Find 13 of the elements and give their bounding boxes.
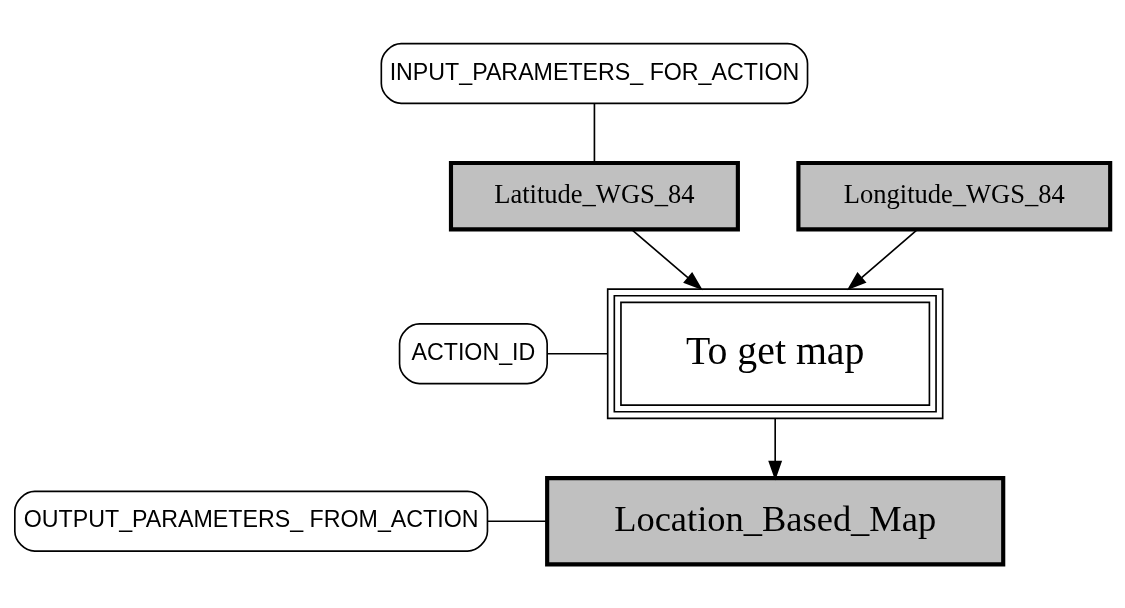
- node-box: Location_Based_Map: [545, 476, 1006, 567]
- node-box: Longitude_WGS_84: [796, 160, 1113, 232]
- arrow: [768, 418, 783, 481]
- node-box: INPUT_PARAMETERS_ FOR_ACTION: [380, 42, 809, 105]
- connector: [546, 352, 609, 355]
- node-box: ACTION_ID: [398, 323, 548, 385]
- node-box: To get map: [606, 288, 944, 420]
- node-box: OUTPUT_PARAMETERS_ FROM_ACTION: [14, 490, 489, 552]
- node-box: Latitude_WGS_84: [448, 160, 740, 232]
- connector: [593, 102, 596, 164]
- arrow: [630, 228, 703, 291]
- connector: [486, 520, 548, 523]
- arrow: [846, 228, 919, 291]
